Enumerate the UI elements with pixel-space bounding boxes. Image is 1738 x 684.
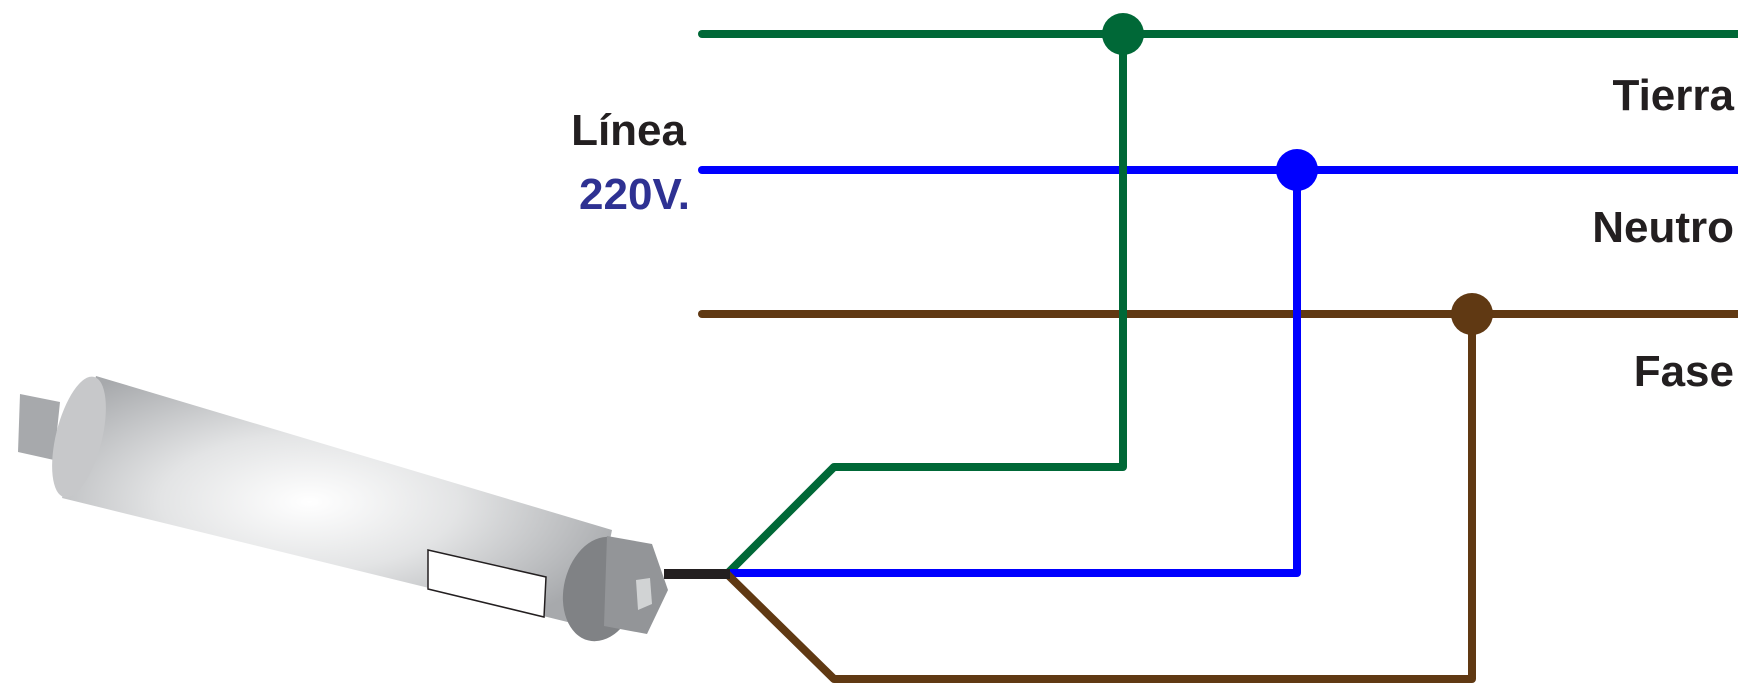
- labels: Línea 220V. Tierra Neutro Fase: [571, 71, 1734, 396]
- phase-junction: [1451, 293, 1493, 335]
- earth-drop-wire: [724, 34, 1127, 577]
- earth-junction: [1102, 13, 1144, 55]
- neutral-drop-wire: [727, 170, 1301, 577]
- motor-body-end: [52, 376, 106, 498]
- motor-head-face: [604, 536, 668, 634]
- phase-label: Fase: [1634, 347, 1734, 396]
- phase-drop-wire: [724, 314, 1476, 683]
- neutral-label: Neutro: [1592, 203, 1734, 252]
- motor-wires: [664, 34, 1476, 683]
- motor-shaft: [18, 394, 60, 460]
- motor-head-bolt: [636, 578, 652, 610]
- line-label: Línea: [571, 106, 686, 155]
- junction-nodes: [1102, 13, 1493, 335]
- supply-bus: [698, 30, 1738, 318]
- voltage-label: 220V.: [579, 170, 690, 219]
- motor-label-plate: [427, 549, 547, 618]
- tubular-motor: [18, 376, 668, 642]
- earth-label: Tierra: [1613, 71, 1735, 120]
- neutral-junction: [1276, 149, 1318, 191]
